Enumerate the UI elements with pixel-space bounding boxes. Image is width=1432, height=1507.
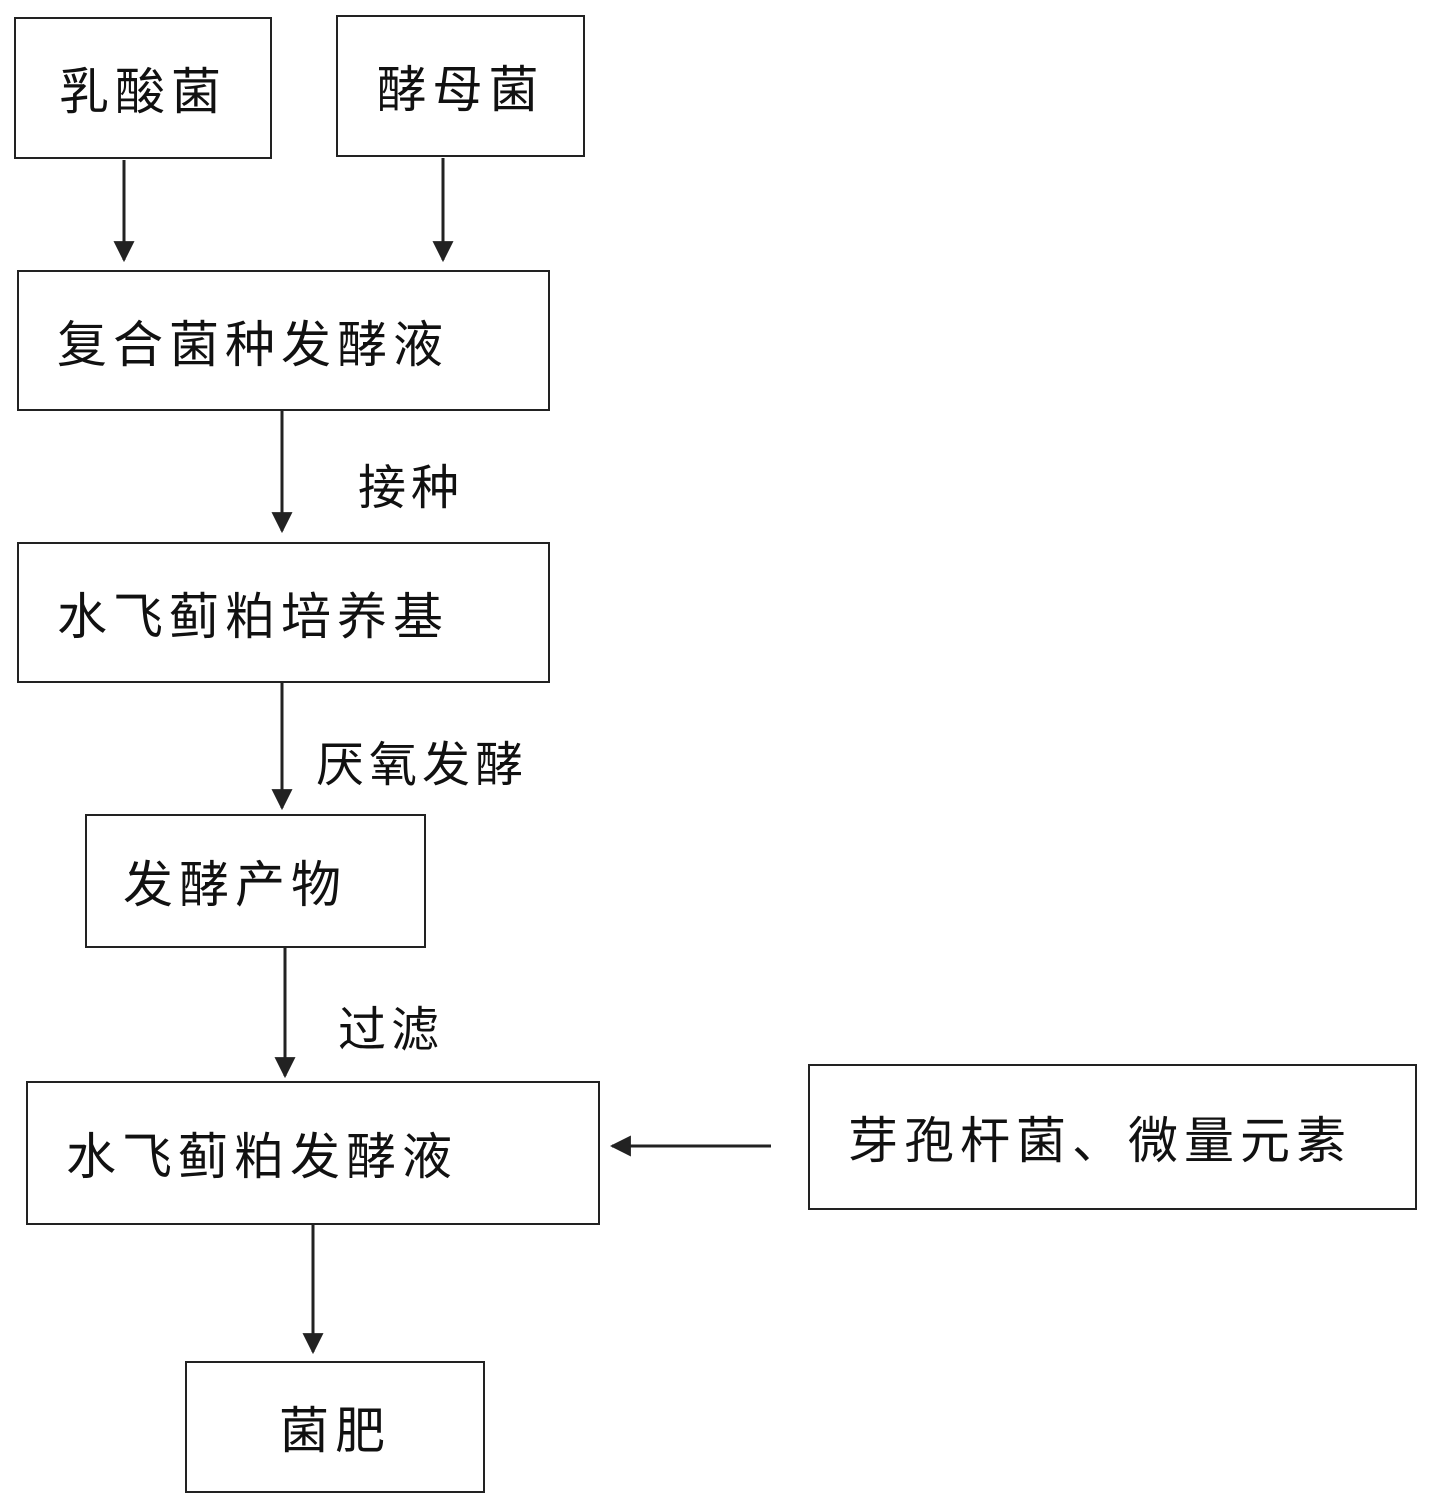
node-medium-label: 水飞蓟粕培养基 xyxy=(57,587,449,646)
node-yeast-label: 酵母菌 xyxy=(376,61,545,119)
node-fermentation-product: 发酵产物 xyxy=(85,814,426,948)
edge-label-filtration: 过滤 xyxy=(338,1002,445,1058)
node-bio-fertilizer: 菌肥 xyxy=(185,1361,485,1493)
node-lactic-acid-bacteria-label: 乳酸菌 xyxy=(59,63,227,121)
node-fermentation-product-label: 发酵产物 xyxy=(123,856,347,914)
node-fermentation-broth-label: 水飞蓟粕发酵液 xyxy=(66,1128,458,1186)
edge-label-anaerobic-fermentation: 厌氧发酵 xyxy=(316,737,529,793)
node-fermentation-broth: 水飞蓟粕发酵液 xyxy=(26,1081,600,1225)
node-compound-starter-broth-label: 复合菌种发酵液 xyxy=(57,315,449,374)
node-additives: 芽孢杆菌、微量元素 xyxy=(808,1064,1417,1210)
edge-label-inoculation: 接种 xyxy=(358,460,465,516)
node-yeast: 酵母菌 xyxy=(336,15,585,157)
node-compound-starter-broth: 复合菌种发酵液 xyxy=(17,270,550,411)
node-lactic-acid-bacteria: 乳酸菌 xyxy=(14,17,272,159)
node-bio-fertilizer-label: 菌肥 xyxy=(279,1402,391,1460)
node-medium: 水飞蓟粕培养基 xyxy=(17,542,550,683)
node-additives-label: 芽孢杆菌、微量元素 xyxy=(848,1112,1352,1170)
